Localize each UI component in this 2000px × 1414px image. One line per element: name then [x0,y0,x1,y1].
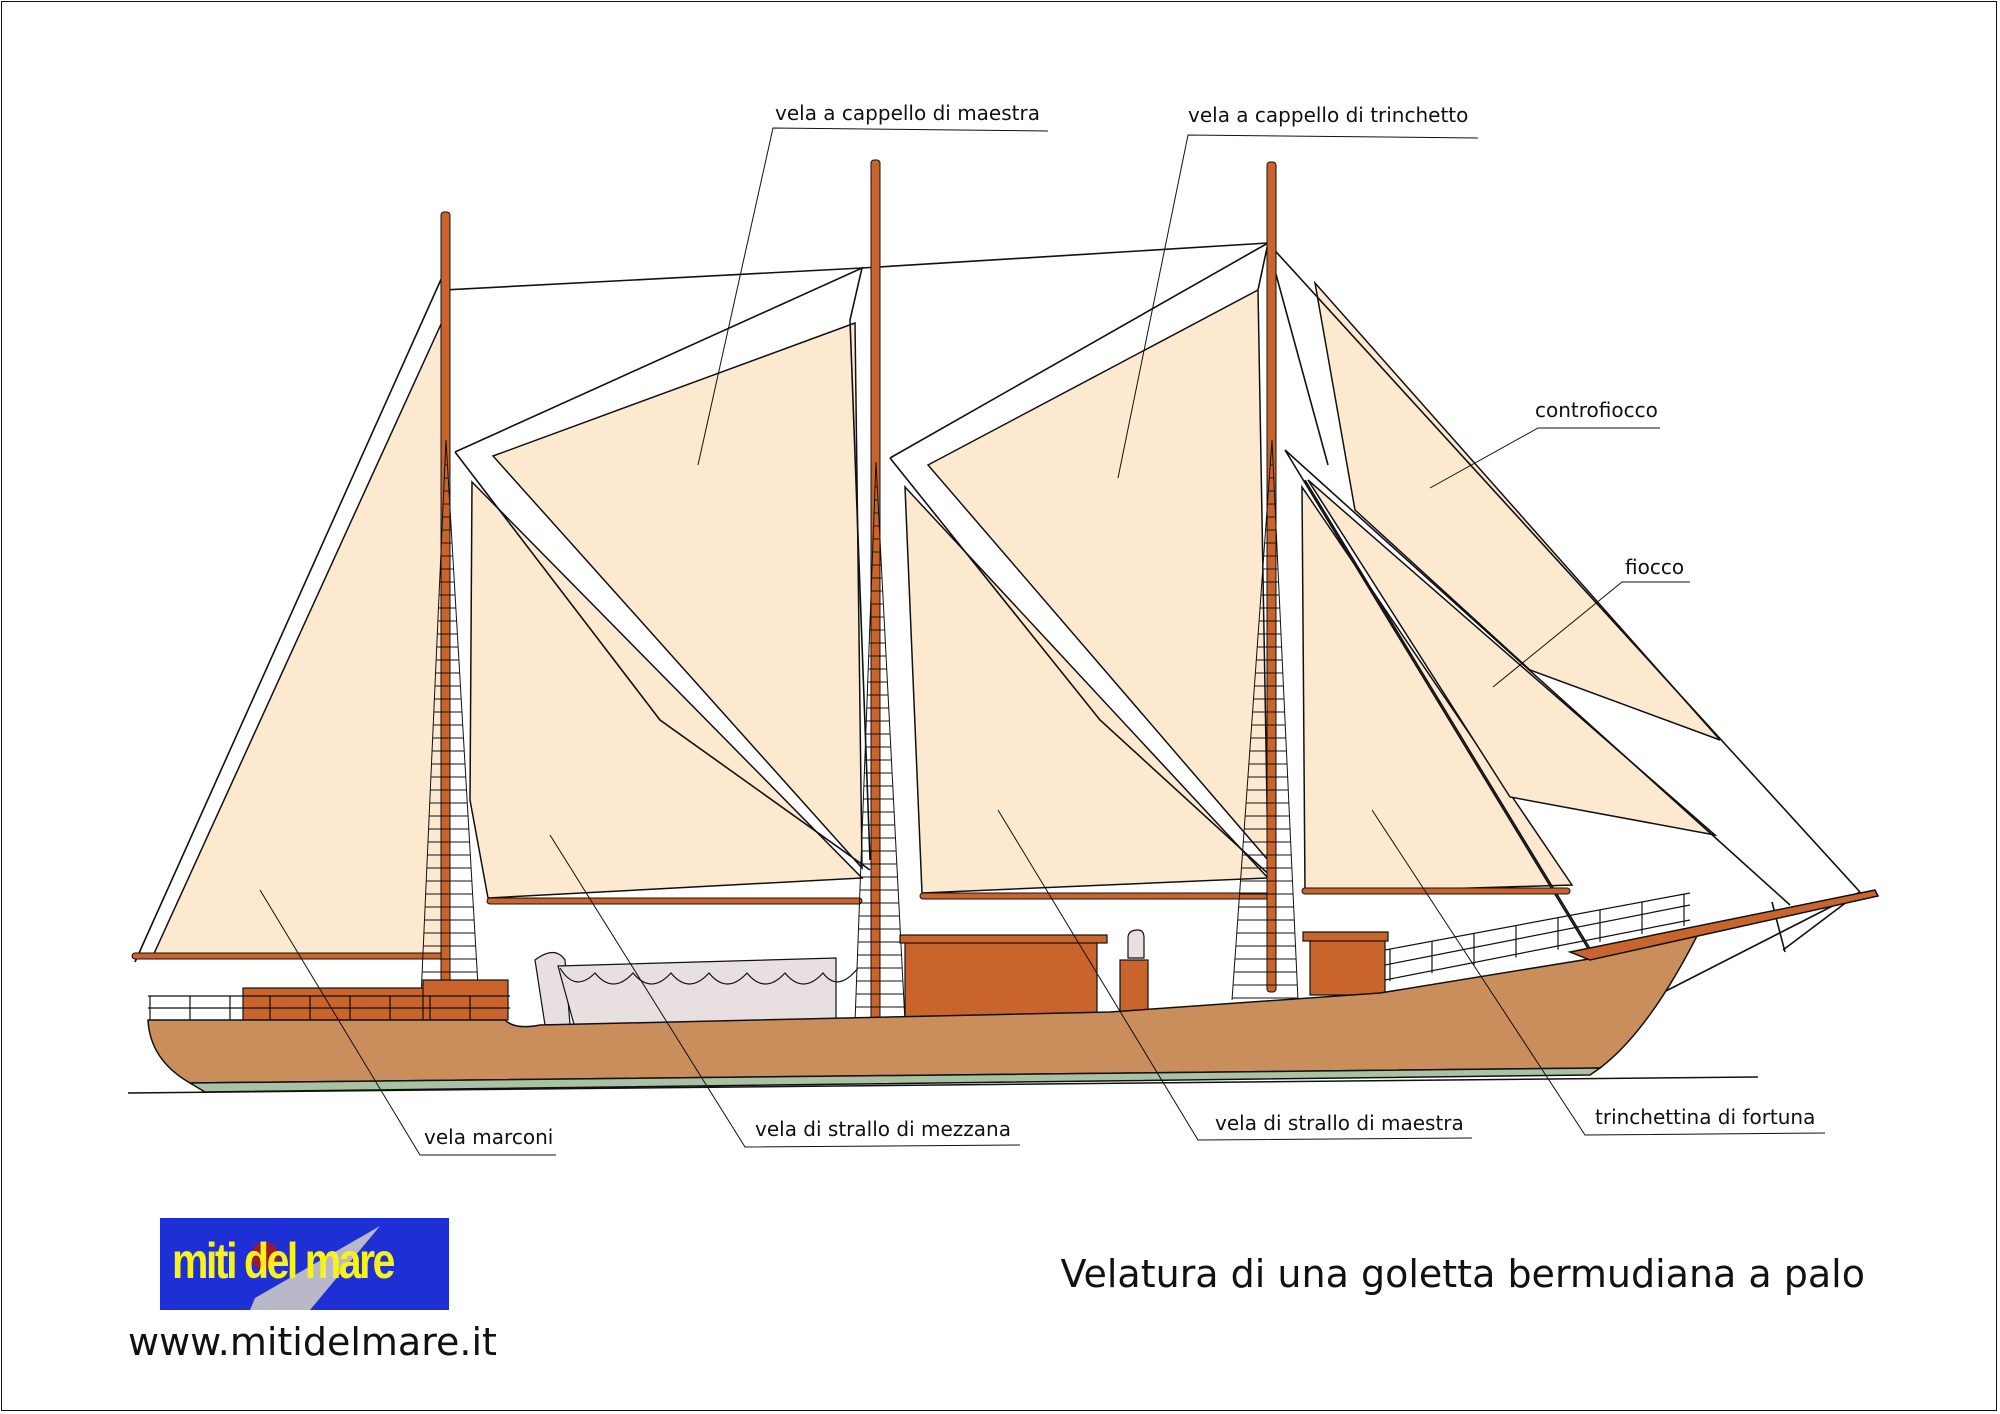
label-vela-strallo-mezzana: vela di strallo di mezzana [755,1117,1011,1141]
sails [150,280,1721,959]
label-vela-marconi: vela marconi [424,1125,553,1149]
label-controfiocco: controfiocco [1535,398,1658,422]
bowsprit [1567,889,1880,961]
label-trinchettina-fortuna: trinchettina di fortuna [1595,1105,1815,1129]
deck-structures [242,929,1389,1023]
booms [131,887,1571,960]
sea-line [127,1076,1759,1094]
lifeboat [534,951,859,1029]
labels: vela a cappello di maestra vela a cappel… [424,101,1815,1149]
hull [147,889,1880,1093]
logo-sail-icon [250,1226,380,1310]
waterline [187,1067,1603,1093]
mizzen-mast [440,211,451,1023]
label-vela-cappello-maestra: vela a cappello di maestra [775,101,1040,125]
website-url[interactable]: www.mitidelmare.it [128,1320,497,1364]
diagram-title: Velatura di una goletta bermudiana a pal… [1060,1252,1865,1296]
label-fiocco: fiocco [1625,555,1684,579]
sail-vela-marconi [150,321,443,959]
hull-body [147,928,1702,1084]
fore-mast [1266,161,1277,993]
railings [148,892,1691,1020]
logo-miti-del-mare[interactable]: miti del mare [160,1218,449,1310]
sail-vela-cappello-trinchetto [926,288,1269,863]
label-vela-cappello-trinchetto: vela a cappello di trinchetto [1188,103,1468,127]
sail-vela-cappello-maestra [491,321,863,870]
logo-text: miti del mare [172,1233,395,1289]
label-vela-strallo-maestra: vela di strallo di maestra [1215,1111,1464,1135]
leader-lines [259,127,1826,1156]
